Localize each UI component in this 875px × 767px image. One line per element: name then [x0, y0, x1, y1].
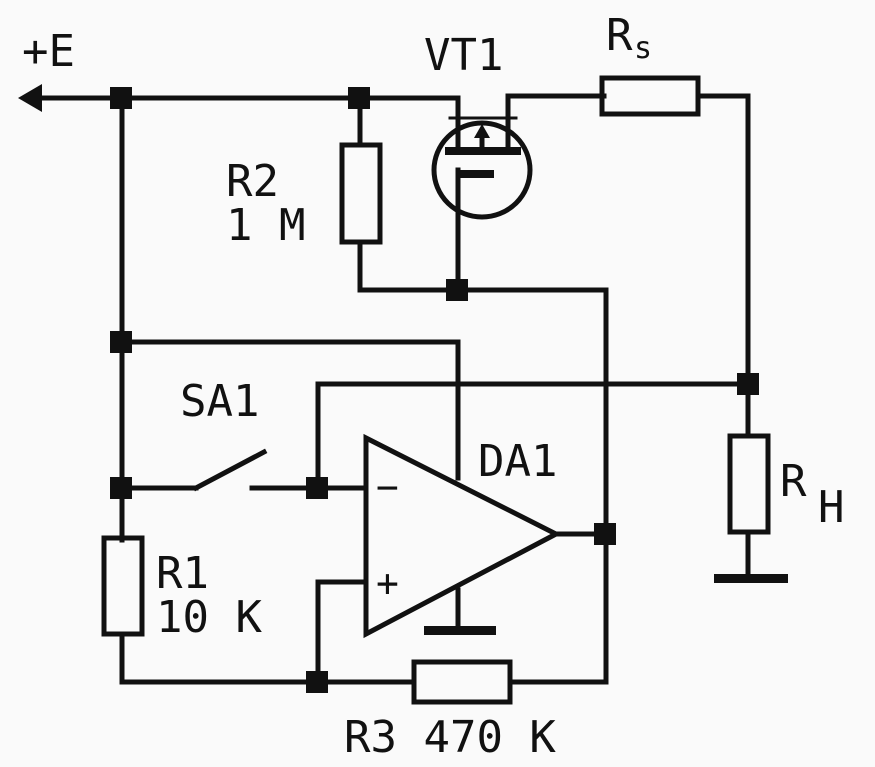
resistor-r1 [101, 535, 145, 637]
transistor-vt1 [431, 115, 533, 220]
label-vt1: VT1 [424, 30, 503, 81]
vt1-channel [445, 147, 521, 155]
ground-rh [714, 574, 788, 583]
opamp-plus-sign: + [376, 561, 399, 605]
resistor-rs [599, 75, 701, 117]
junction-output [594, 523, 616, 545]
label-rs-subscript: s [634, 31, 652, 66]
label-rs: R [606, 10, 633, 61]
label-r3: R3 470 K [344, 712, 556, 763]
opamp-da1 [363, 433, 562, 639]
label-da1: DA1 [478, 436, 557, 487]
junction-r2-top [348, 87, 370, 109]
switch-sa1-blade [192, 448, 268, 492]
label-supply: +E [22, 26, 75, 77]
label-rh-subscript: H [818, 482, 845, 533]
vt1-arrow [474, 124, 490, 138]
label-sa1: SA1 [180, 376, 259, 427]
resistor-r3 [411, 659, 513, 705]
junction-switch [110, 477, 132, 499]
label-r2-name: R2 [226, 156, 279, 207]
resistor-rh [727, 433, 771, 535]
ground-opamp [424, 626, 496, 635]
label-rh: R [780, 456, 807, 507]
label-r2-value: 1 M [226, 200, 305, 251]
supply-terminal-arrow [18, 84, 42, 112]
junction-inverting [306, 477, 328, 499]
label-r1-value: 10 K [156, 592, 262, 643]
junction-sense [737, 373, 759, 395]
vt1-gate-plate [460, 170, 494, 178]
resistor-r2 [339, 142, 383, 245]
junction-opamp-supply [110, 331, 132, 353]
label-r1-name: R1 [156, 548, 209, 599]
junction-bottom [306, 671, 328, 693]
junction-gate [446, 279, 468, 301]
junction-left-top [110, 87, 132, 109]
transistor-vt1-circle [431, 120, 533, 220]
opamp-minus-sign: − [376, 465, 399, 509]
